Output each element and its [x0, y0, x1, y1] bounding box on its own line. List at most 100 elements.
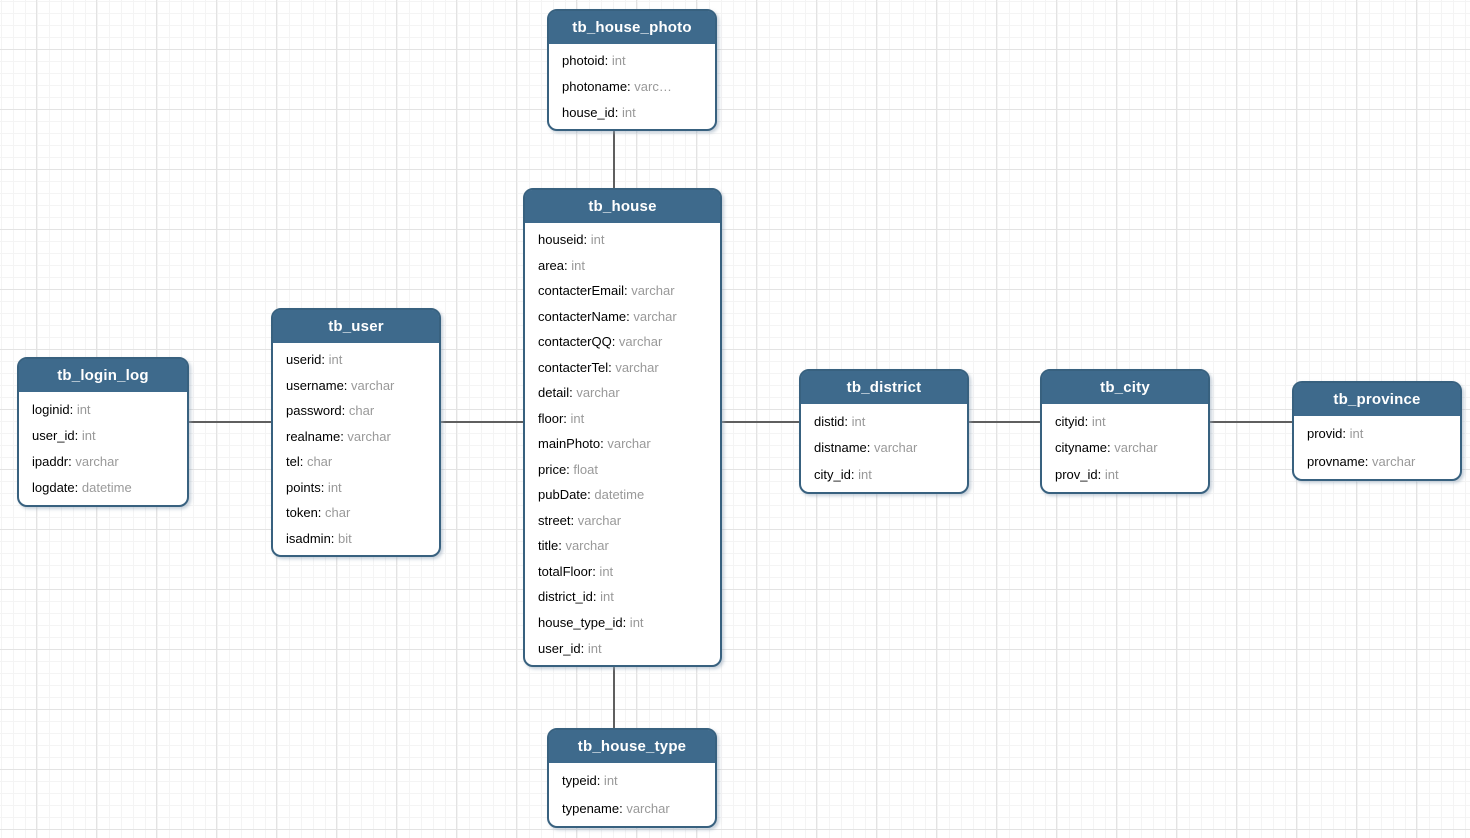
entity-field-row[interactable]: city_id: int [801, 467, 967, 482]
entity-field-row[interactable]: price: float [525, 462, 720, 477]
connector-user-house[interactable] [440, 421, 524, 423]
entity-title[interactable]: tb_house [525, 190, 720, 223]
entity-field-row[interactable]: detail: varchar [525, 385, 720, 400]
entity-field-row[interactable]: typeid: int [549, 773, 715, 788]
entity-field-row[interactable]: logdate: datetime [19, 480, 187, 495]
entity-field-row[interactable]: contacterEmail: varchar [525, 283, 720, 298]
field-name: houseid: [538, 232, 588, 248]
entity-field-row[interactable]: totalFloor: int [525, 564, 720, 579]
entity-title[interactable]: tb_province [1294, 383, 1460, 416]
entity-title[interactable]: tb_district [801, 371, 967, 404]
field-name: cityid: [1055, 413, 1089, 429]
entity-field-row[interactable]: loginid: int [19, 402, 187, 417]
field-type: int [1101, 467, 1119, 483]
entity-tb_house[interactable]: tb_house houseid: int area: int contacte… [523, 188, 722, 667]
field-name: photoname: [562, 78, 631, 94]
entity-tb_district[interactable]: tb_district distid: int distname: varcha… [799, 369, 969, 494]
field-type: varchar [574, 512, 622, 528]
entity-field-row[interactable]: cityname: varchar [1042, 440, 1208, 455]
entity-title[interactable]: tb_user [273, 310, 439, 343]
field-type: varchar [1110, 440, 1158, 456]
entity-field-row[interactable]: contacterName: varchar [525, 309, 720, 324]
connector-house_photo-house[interactable] [613, 130, 615, 189]
entity-fields: distid: int distname: varchar city_id: i… [801, 404, 967, 492]
entity-tb_house_type[interactable]: tb_house_type typeid: int typename: varc… [547, 728, 717, 828]
connector-city-province[interactable] [1209, 421, 1293, 423]
entity-field-row[interactable]: prov_id: int [1042, 467, 1208, 482]
entity-field-row[interactable]: isadmin: bit [273, 531, 439, 546]
entity-field-row[interactable]: points: int [273, 480, 439, 495]
field-name: pubDate: [538, 487, 591, 503]
entity-field-row[interactable]: contacterQQ: varchar [525, 334, 720, 349]
field-name: detail: [538, 385, 573, 401]
entity-field-row[interactable]: street: varchar [525, 513, 720, 528]
entity-field-row[interactable]: distid: int [801, 414, 967, 429]
field-name: prov_id: [1055, 467, 1102, 483]
entity-field-row[interactable]: provid: int [1294, 426, 1460, 441]
entity-field-row[interactable]: username: varchar [273, 378, 439, 393]
field-type: char [345, 403, 375, 419]
field-type: int [1088, 413, 1106, 429]
entity-fields: userid: int username: varchar password: … [273, 343, 439, 555]
field-type: int [324, 479, 342, 495]
field-type: varchar [615, 334, 663, 350]
entity-tb_login_log[interactable]: tb_login_log loginid: int user_id: int i… [17, 357, 189, 507]
entity-field-row[interactable]: tel: char [273, 454, 439, 469]
entity-field-row[interactable]: houseid: int [525, 232, 720, 247]
field-name: house_id: [562, 104, 619, 120]
field-type: varchar [622, 800, 670, 816]
entity-field-row[interactable]: cityid: int [1042, 414, 1208, 429]
connector-district-city[interactable] [968, 421, 1041, 423]
field-name: provname: [1307, 453, 1369, 469]
field-type: varchar [561, 538, 609, 554]
entity-field-row[interactable]: password: char [273, 403, 439, 418]
entity-field-row[interactable]: photoid: int [549, 53, 715, 68]
entity-title[interactable]: tb_city [1042, 371, 1208, 404]
connector-house-district[interactable] [721, 421, 800, 423]
field-name: district_id: [538, 589, 597, 605]
entity-field-row[interactable]: house_type_id: int [525, 615, 720, 630]
connector-login_log-user[interactable] [188, 421, 272, 423]
field-name: username: [286, 377, 348, 393]
entity-tb_house_photo[interactable]: tb_house_photo photoid: int photoname: v… [547, 9, 717, 131]
entity-field-row[interactable]: token: char [273, 505, 439, 520]
entity-field-row[interactable]: district_id: int [525, 589, 720, 604]
entity-field-row[interactable]: ipaddr: varchar [19, 454, 187, 469]
entity-field-row[interactable]: provname: varchar [1294, 454, 1460, 469]
entity-fields: provid: int provname: varchar [1294, 416, 1460, 479]
entity-field-row[interactable]: user_id: int [525, 641, 720, 656]
field-type: int [626, 614, 644, 630]
field-type: char [321, 505, 351, 521]
field-type: int [854, 467, 872, 483]
entity-field-row[interactable]: user_id: int [19, 428, 187, 443]
entity-field-row[interactable]: userid: int [273, 352, 439, 367]
field-type: varchar [629, 308, 677, 324]
entity-field-row[interactable]: distname: varchar [801, 440, 967, 455]
entity-title[interactable]: tb_house_photo [549, 11, 715, 44]
entity-field-row[interactable]: mainPhoto: varchar [525, 436, 720, 451]
entity-field-row[interactable]: house_id: int [549, 105, 715, 120]
field-type: bit [334, 530, 352, 546]
entity-tb_user[interactable]: tb_user userid: int username: varchar pa… [271, 308, 441, 557]
entity-title[interactable]: tb_login_log [19, 359, 187, 392]
field-type: int [847, 413, 866, 429]
entity-field-row[interactable]: realname: varchar [273, 429, 439, 444]
field-type: varchar [611, 359, 659, 375]
entity-tb_city[interactable]: tb_city cityid: int cityname: varchar pr… [1040, 369, 1210, 494]
entity-field-row[interactable]: photoname: varc… [549, 79, 715, 94]
field-type: int [587, 232, 605, 248]
field-name: contacterTel: [538, 359, 612, 375]
field-name: password: [286, 403, 346, 419]
field-name: price: [538, 461, 570, 477]
entity-field-row[interactable]: contacterTel: varchar [525, 360, 720, 375]
entity-field-row[interactable]: area: int [525, 258, 720, 273]
field-type: int [608, 53, 626, 69]
entity-field-row[interactable]: floor: int [525, 411, 720, 426]
connector-house-house_type[interactable] [613, 666, 615, 729]
entity-field-row[interactable]: typename: varchar [549, 801, 715, 816]
entity-tb_province[interactable]: tb_province provid: int provname: varcha… [1292, 381, 1462, 481]
entity-title[interactable]: tb_house_type [549, 730, 715, 763]
field-type: int [600, 773, 618, 789]
entity-field-row[interactable]: pubDate: datetime [525, 487, 720, 502]
entity-field-row[interactable]: title: varchar [525, 538, 720, 553]
